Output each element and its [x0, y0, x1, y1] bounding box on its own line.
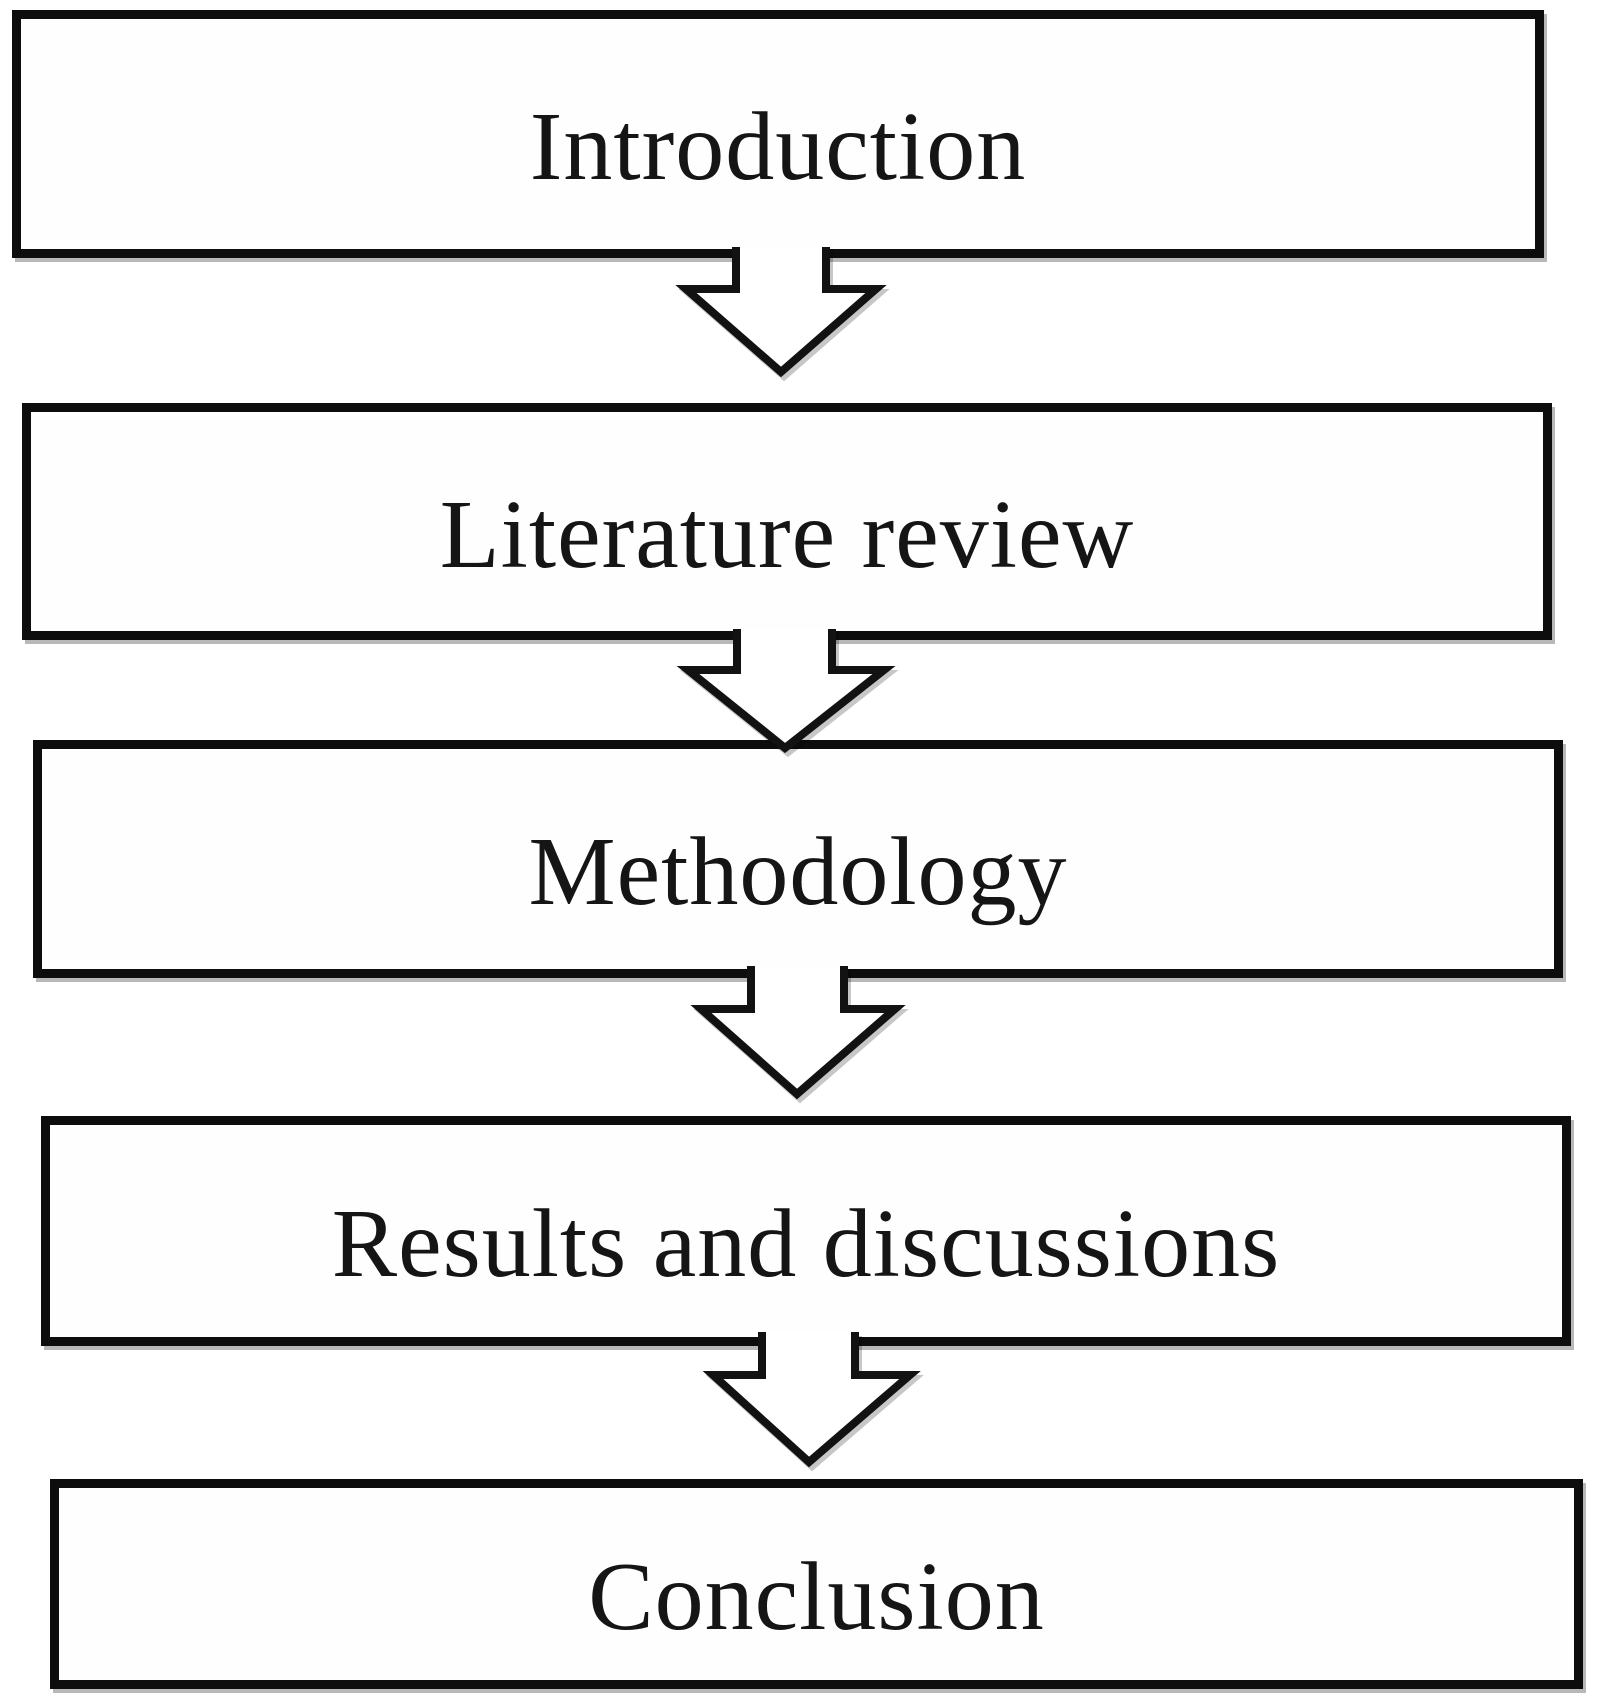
flow-box-label: Conclusion	[588, 1543, 1045, 1651]
down-arrow-icon	[690, 966, 906, 1100]
flow-box-results-discussions: Results and discussions	[41, 1116, 1571, 1346]
flow-box-conclusion: Conclusion	[50, 1479, 1583, 1689]
flow-box-label: Introduction	[529, 93, 1027, 201]
down-arrow-icon	[676, 629, 896, 754]
down-arrow-icon	[702, 1332, 921, 1468]
down-arrow-icon	[675, 247, 887, 378]
flow-box-label: Results and discussions	[331, 1190, 1281, 1298]
flow-box-label: Methodology	[528, 818, 1068, 926]
flow-box-methodology: Methodology	[33, 740, 1563, 978]
flow-box-literature-review: Literature review	[22, 403, 1552, 640]
flow-box-label: Literature review	[439, 480, 1135, 589]
flow-box-introduction: Introduction	[12, 10, 1544, 258]
